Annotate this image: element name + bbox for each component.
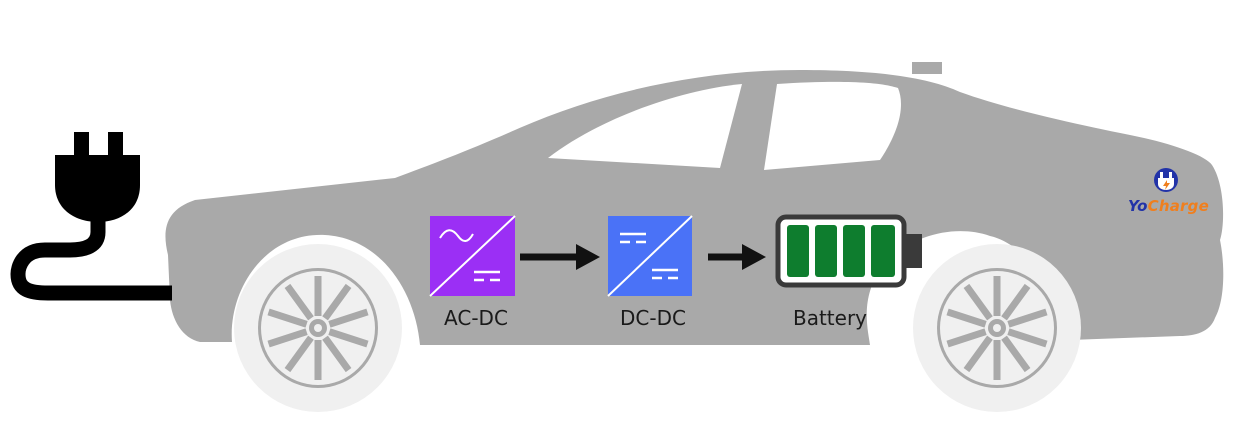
front-window: [548, 84, 742, 168]
brand-name-part2: Charge: [1147, 197, 1209, 215]
wheel-spoke: [284, 335, 314, 373]
wheel-spoke: [328, 308, 369, 328]
brand-logo-icon: [1154, 168, 1178, 192]
wheel-spoke: [328, 328, 369, 348]
wheel-spoke: [1007, 328, 1048, 348]
battery-label: Battery: [792, 306, 868, 330]
converter-icon: [607, 215, 693, 297]
wheel-spoke: [1001, 283, 1031, 321]
wheel-center: [993, 324, 1001, 332]
arrow-dcdc-to-battery: [708, 244, 766, 270]
wheel-spoke: [946, 328, 987, 348]
wheel-spoke: [963, 335, 993, 373]
battery-icon: [775, 214, 922, 288]
wheel-spoke: [1001, 335, 1031, 373]
acdc-label: AC-DC: [444, 306, 508, 330]
wheel-center: [314, 324, 322, 332]
wheel-spoke: [1007, 308, 1048, 328]
plug-icon: [10, 132, 172, 301]
wheel-spoke: [267, 328, 308, 348]
brand-name: YoCharge: [1128, 197, 1209, 215]
car-body: [165, 70, 1224, 345]
converter-icon: [429, 215, 516, 297]
wheel-spoke: [284, 283, 314, 321]
wheel-spoke: [267, 308, 308, 328]
brand-name-part1: Yo: [1128, 197, 1148, 215]
antenna: [912, 62, 942, 74]
rear-window: [764, 81, 901, 170]
wheel-spoke: [322, 335, 352, 373]
dcdc-label: DC-DC: [620, 306, 686, 330]
wheel-spoke: [322, 283, 352, 321]
rear-wheel-spokes: [946, 276, 1048, 380]
arrow-acdc-to-dcdc: [520, 244, 600, 270]
wheel-spoke: [963, 283, 993, 321]
front-wheel-spokes: [267, 276, 369, 380]
wheel-spoke: [946, 308, 987, 328]
